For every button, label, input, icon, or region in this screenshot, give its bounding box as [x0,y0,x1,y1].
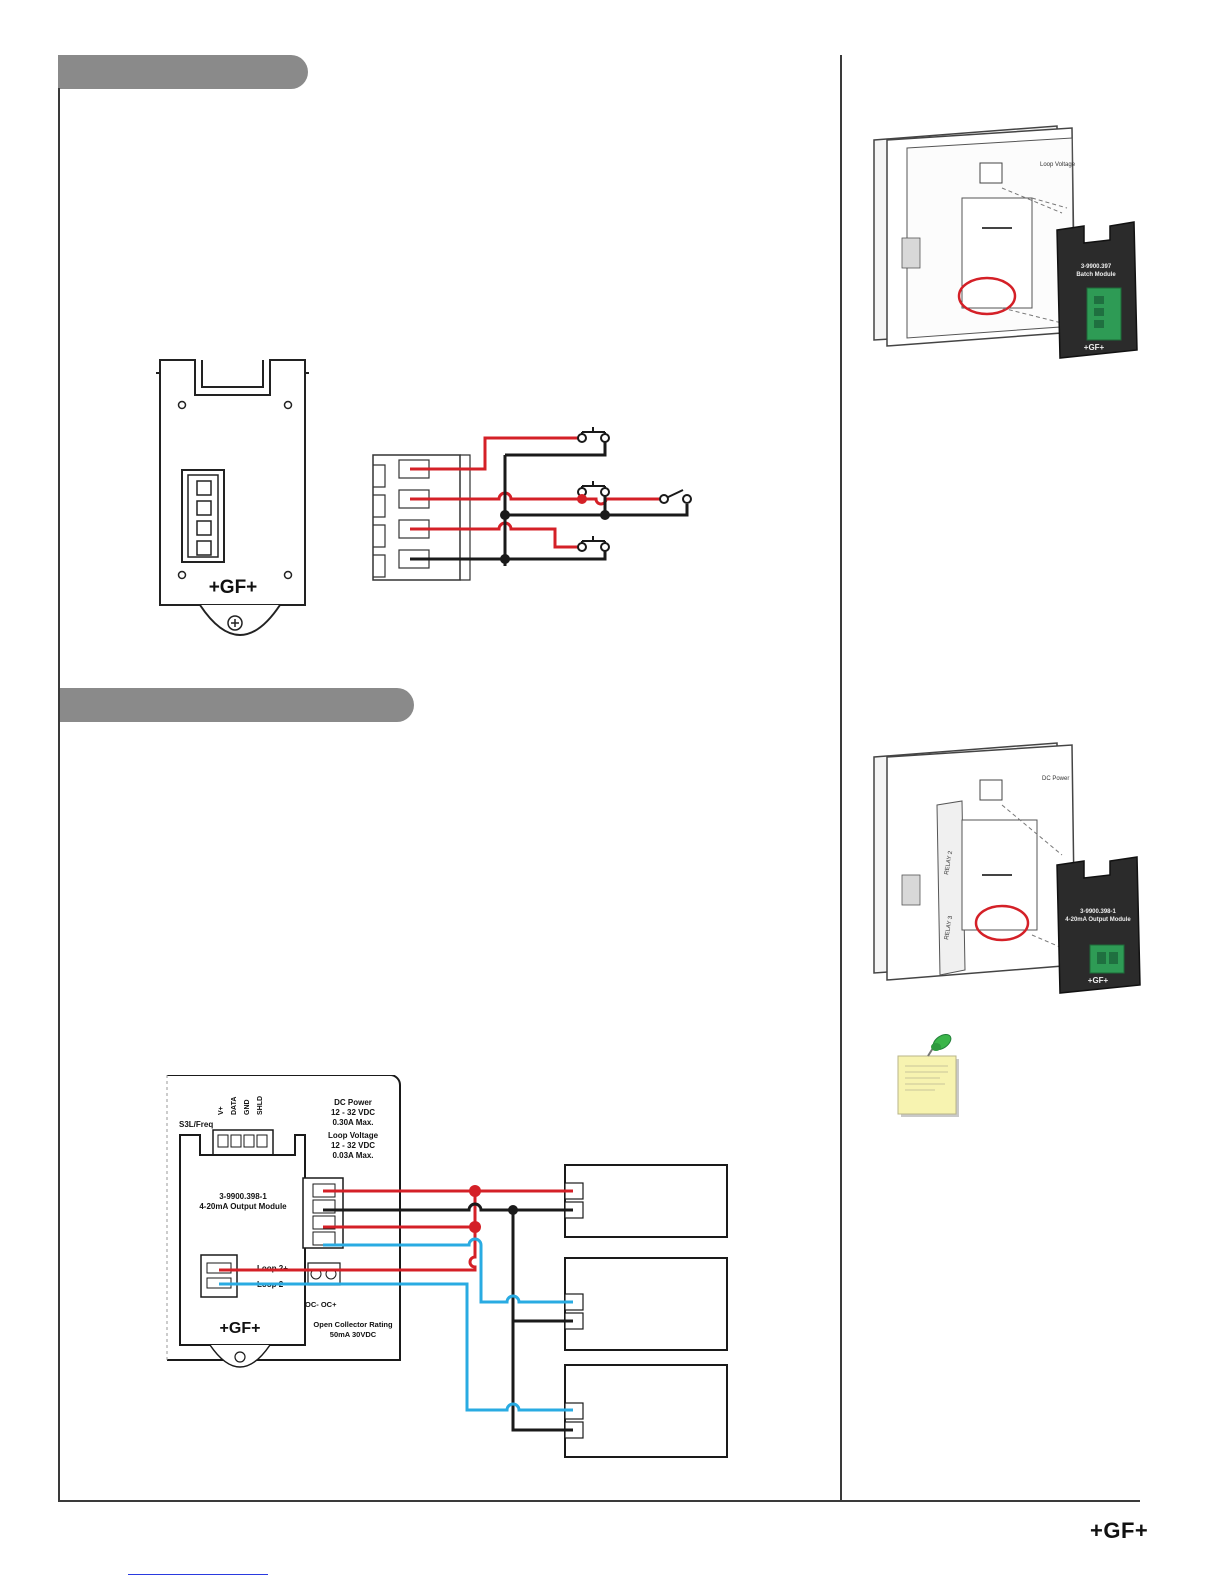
output-module-wiring-diagram: S3L/Freq V+ DATA GND SHLD DC Power 12 - … [166,1075,728,1458]
photo2-relay2: RELAY 2 [944,850,954,875]
oc-terminal-labels: OC- OC+ [305,1300,337,1309]
footer-logo: +GF+ [1090,1518,1149,1543]
section-header-output-module [58,688,414,722]
batch-module-installation-photo: Loop Voltage 3-9900.397 Batch Module +GF… [873,125,1138,359]
dc-power-current: 0.30A Max. [332,1118,373,1127]
module2-part-number: 3-9900.398-1 [219,1192,267,1201]
s3l-freq-label: S3L/Freq [179,1120,213,1129]
module2-name: 4-20mA Output Module [199,1202,287,1211]
module2-logo: +GF+ [220,1320,261,1337]
svg-text:+GF+: +GF+ [1084,343,1105,352]
output-module-installation-photo: RELAY 2 RELAY 3 DC Power 3-9900.398-1 4-… [873,742,1141,994]
photo2-relay3: RELAY 3 [944,915,954,940]
photo1-module-name: Batch Module [1076,272,1116,278]
oc-rating-value: 50mA 30VDC [330,1330,377,1339]
batch-wiring-diagram [372,427,692,581]
pin-data-label: DATA [231,1097,238,1115]
left-margin-line [58,88,60,1500]
oc-rating-title: Open Collector Rating [313,1320,393,1329]
pin-vdc-label: V+ [218,1106,225,1115]
photo2-dc-power: DC Power [1042,776,1069,782]
footer-link-underline[interactable] [128,1574,268,1575]
column-divider-line [840,55,842,1500]
loop-voltage-title: Loop Voltage [328,1131,379,1140]
pin-shld-label: SHLD [257,1096,264,1115]
photo1-loop-voltage: Loop Voltage [1040,162,1076,168]
batch-module-diagram: +GF+ [156,359,309,637]
photo2-part-number: 3-9900.398-1 [1080,909,1116,915]
section-header-batch-module [58,55,308,89]
photo1-part-number: 3-9900.397 [1081,264,1112,270]
pin-gnd-label: GND [244,1099,251,1115]
batch-module-logo: +GF+ [209,577,258,598]
loop-voltage-voltage: 12 - 32 VDC [331,1141,375,1150]
svg-text:+GF+: +GF+ [1088,976,1109,985]
note-icon [897,1033,959,1117]
dc-power-voltage: 12 - 32 VDC [331,1108,375,1117]
footer-rule [58,1500,1140,1502]
photo2-module-name: 4-20mA Output Module [1065,917,1131,923]
loop-voltage-current: 0.03A Max. [332,1151,373,1160]
dc-power-title: DC Power [334,1098,372,1107]
